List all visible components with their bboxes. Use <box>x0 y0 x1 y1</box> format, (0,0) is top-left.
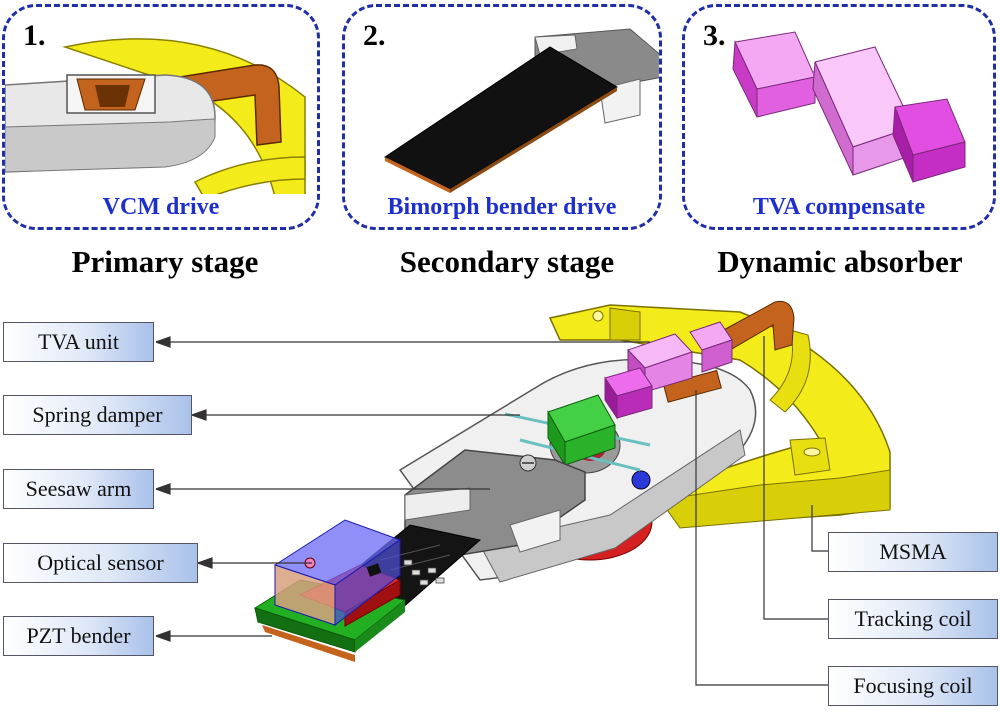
callout-tracking-coil: Tracking coil <box>828 599 998 639</box>
callout-optical-sensor: Optical sensor <box>3 543 198 583</box>
stage-title-dynamic: Dynamic absorber <box>717 244 963 279</box>
panel-caption: TVA compensate <box>685 194 993 221</box>
vcm-drive-illustration <box>5 38 306 200</box>
panel-tva-compensate: 3. TVA compensate <box>682 4 996 230</box>
bimorph-drive-illustration <box>384 28 659 193</box>
panel-caption: VCM drive <box>5 194 317 221</box>
callout-pzt-bender: PZT bender <box>3 616 154 656</box>
panel-vcm-drive: 1. VCM drive <box>2 4 320 230</box>
panel-caption: Bimorph bender drive <box>345 194 659 221</box>
callout-focusing-coil: Focusing coil <box>828 666 998 706</box>
stage-title-secondary: Secondary stage <box>399 244 615 279</box>
callout-tva-unit: TVA unit <box>3 322 154 362</box>
panel-number: 3. <box>703 19 726 52</box>
panel-number: 2. <box>363 19 386 52</box>
panel-bimorph-drive: 2. Bimorph bender drive <box>342 4 662 230</box>
panel-number: 1. <box>23 19 46 52</box>
callout-spring-damper: Spring damper <box>3 395 192 435</box>
callout-seesaw-arm: Seesaw arm <box>3 469 154 509</box>
callout-msma: MSMA <box>828 532 998 572</box>
stage-title-primary: Primary stage <box>71 244 259 279</box>
tva-compensate-illustration <box>732 31 966 183</box>
